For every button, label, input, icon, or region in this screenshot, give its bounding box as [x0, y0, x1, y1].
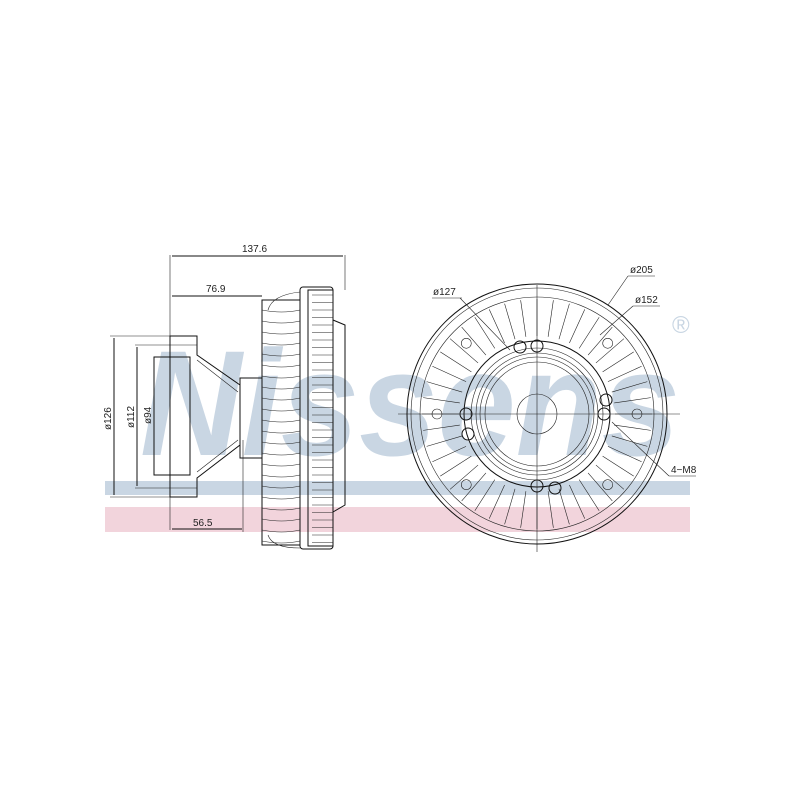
fan-fin	[602, 351, 634, 373]
dim-overall-length: 137.6	[242, 244, 267, 255]
fan-fin	[432, 365, 467, 382]
side-fin	[261, 441, 301, 445]
rivet-hole	[460, 337, 472, 349]
fan-fin	[426, 381, 463, 393]
fan-fin	[423, 397, 460, 404]
bolt-head	[461, 427, 475, 441]
fan-fin	[558, 303, 570, 340]
watermark-pink-stripe	[105, 507, 690, 532]
bolt-head	[530, 339, 544, 353]
fan-fin	[488, 484, 505, 519]
rivet-hole	[431, 408, 443, 420]
dim-outer-diameter: ø126	[103, 407, 114, 430]
side-fin	[261, 397, 301, 401]
fan-fin	[595, 338, 625, 364]
fan-fin	[520, 300, 527, 337]
fan-fin	[426, 435, 463, 447]
fan-fin	[474, 479, 496, 511]
fan-fin	[614, 424, 651, 431]
side-fin	[261, 507, 301, 511]
side-fin	[261, 320, 301, 324]
fan-fin	[614, 397, 651, 404]
side-view: 137.6 76.9 56.5 ø126 ø112 ø94	[103, 244, 346, 550]
bolt-head	[530, 479, 544, 493]
dim-flange-depth: 56.5	[193, 518, 213, 529]
side-fin	[261, 386, 301, 390]
fan-fin	[440, 351, 472, 373]
fan-fin	[461, 326, 487, 356]
side-fin	[261, 375, 301, 379]
fan-fin	[504, 488, 516, 525]
fan-fin	[611, 435, 648, 447]
dim-bore-diameter: ø94	[143, 406, 154, 424]
rivet-hole	[631, 408, 643, 420]
fan-fin	[449, 338, 479, 364]
watermark-registered: ®	[672, 312, 690, 339]
side-fin	[261, 540, 301, 544]
fan-fin	[488, 309, 505, 344]
fan-fin	[547, 491, 554, 528]
side-fin	[261, 496, 301, 500]
side-fin	[261, 364, 301, 368]
rivet-hole	[602, 479, 614, 491]
side-fin	[261, 408, 301, 412]
bolt-head	[599, 393, 613, 407]
side-fin	[261, 309, 301, 313]
side-fin	[261, 485, 301, 489]
fan-fin	[474, 317, 496, 349]
side-fin	[261, 452, 301, 456]
fan-fin	[611, 381, 648, 393]
side-fin	[261, 474, 301, 478]
watermark: Nissens ®	[105, 312, 690, 532]
fan-fin	[607, 446, 642, 463]
fan-fin	[558, 488, 570, 525]
fan-fin	[607, 365, 642, 382]
side-fin	[261, 342, 301, 346]
dim-inner-diameter: ø127	[433, 287, 456, 298]
watermark-blue-stripe	[105, 481, 690, 495]
rivet-hole	[602, 337, 614, 349]
fan-fin	[587, 326, 613, 356]
side-fin	[261, 419, 301, 423]
fan-fin	[440, 455, 472, 477]
fan-fin	[578, 479, 600, 511]
side-fin	[261, 463, 301, 467]
front-view: ø127 ø205 ø152 4−M8	[398, 265, 697, 552]
side-fin	[261, 331, 301, 335]
side-fin	[261, 518, 301, 522]
fan-fin	[578, 317, 600, 349]
dim-pilot-diameter: ø112	[126, 406, 137, 428]
fan-fin	[547, 300, 554, 337]
rivet-hole	[460, 479, 472, 491]
bolt-head	[513, 340, 527, 354]
dim-outer-diameter-front: ø205	[630, 265, 653, 276]
fan-fin	[602, 455, 634, 477]
side-fin	[261, 353, 301, 357]
fan-fin	[461, 472, 487, 502]
bolt-head	[597, 407, 611, 421]
fan-fin	[449, 464, 479, 490]
side-fin	[261, 430, 301, 434]
bolt-head	[548, 481, 562, 495]
fan-fin	[587, 472, 613, 502]
fan-fin	[569, 309, 586, 344]
dim-hub-depth: 76.9	[206, 284, 226, 295]
fan-fin	[520, 491, 527, 528]
fan-fin	[504, 303, 516, 340]
watermark-brand: Nissens	[140, 319, 680, 487]
fan-fin	[432, 446, 467, 463]
fan-fin	[595, 464, 625, 490]
bolt-head	[459, 407, 473, 421]
dim-thread: 4−M8	[671, 465, 697, 476]
side-fin	[261, 529, 301, 533]
dim-bolt-circle: ø152	[635, 295, 658, 306]
fan-fin	[423, 424, 460, 431]
fan-fin	[569, 484, 586, 519]
